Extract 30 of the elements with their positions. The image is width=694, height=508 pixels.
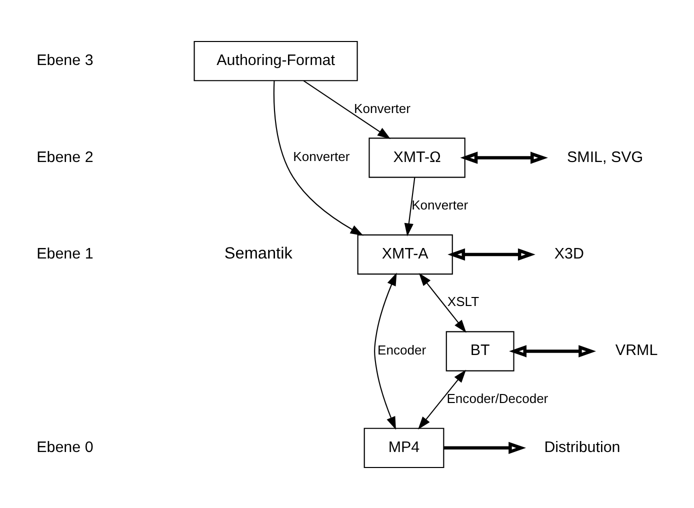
label: Ebene 2 bbox=[36, 148, 93, 166]
arrow bbox=[447, 248, 535, 260]
arrow bbox=[272, 80, 363, 236]
label: Ebene 1 bbox=[36, 245, 93, 262]
node-box: BT bbox=[445, 330, 514, 371]
node-text: X3D bbox=[554, 245, 584, 262]
node-text: Distribution bbox=[544, 438, 620, 456]
arrow bbox=[374, 272, 396, 430]
node-box: MP4 bbox=[363, 427, 444, 468]
arrow bbox=[404, 176, 415, 236]
edge-label: XSLT bbox=[446, 294, 479, 309]
arrow bbox=[460, 151, 548, 164]
node-box: XMT-Ω bbox=[368, 137, 465, 178]
arrow bbox=[508, 344, 596, 357]
edge-label: Encoder bbox=[377, 342, 426, 358]
arrow bbox=[443, 441, 526, 454]
arrow bbox=[418, 272, 466, 332]
node-text: SMIL, SVG bbox=[566, 148, 643, 166]
label: Ebene 0 bbox=[36, 438, 93, 456]
node-box: Authoring-Format bbox=[193, 40, 358, 81]
label: Semantik bbox=[224, 244, 292, 262]
arrow bbox=[417, 369, 466, 429]
node-text: VRML bbox=[614, 342, 658, 359]
label: Ebene 3 bbox=[36, 52, 93, 69]
node-box: XMT-A bbox=[356, 234, 452, 274]
edge-label: Konverter bbox=[354, 100, 410, 116]
arrow bbox=[302, 80, 390, 138]
edge-label: Encoder/Decoder bbox=[446, 390, 548, 406]
edge-label: Konverter bbox=[411, 197, 468, 212]
edge-label: Konverter bbox=[292, 148, 350, 164]
